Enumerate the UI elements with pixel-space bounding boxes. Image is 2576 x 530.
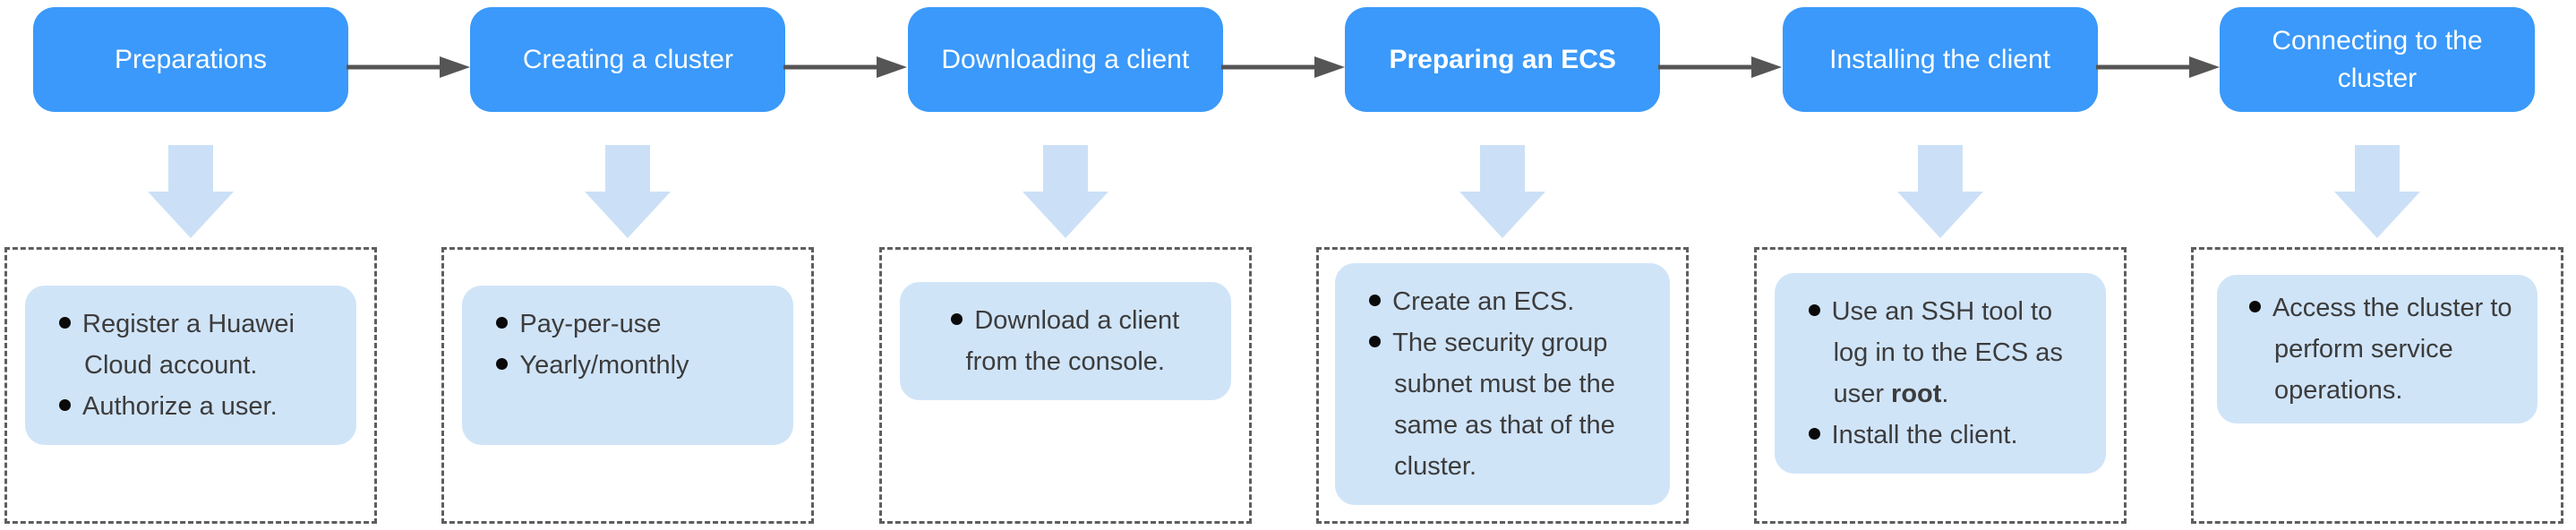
note-card: Use an SSH tool to log in to the ECS as … [1774,273,2106,474]
bullet-dot-icon [951,312,963,325]
flow-right-arrow-icon [783,56,908,78]
bullet-dot-icon [1369,335,1382,347]
step-details-preparations: Register a Huawei Cloud account. Authori… [4,247,377,524]
bullet-text: Yearly/monthly [519,351,689,380]
bullet-item: Download a client from the console. [923,300,1208,382]
bullet-list: Pay-per-use Yearly/monthly [485,303,770,386]
bullet-text: Download a client from the console. [965,306,1180,376]
bullet-dot-icon [2248,300,2261,312]
flow-right-arrow-icon [2095,56,2220,78]
step-column-preparing-an-ecs: Preparing an ECS Create an ECS. The secu… [1316,7,1783,530]
step-details-preparing-an-ecs: Create an ECS. The security group subnet… [1316,247,1690,524]
bullet-item: Register a Huawei Cloud account. [48,303,333,386]
step-column-creating-a-cluster: Creating a cluster Pay-per-use Yearly/mo… [441,7,908,530]
note-card: Register a Huawei Cloud account. Authori… [25,286,356,445]
bullet-text-bold: root [1891,380,1942,408]
bullet-list: Download a client from the console. [923,300,1208,382]
bullet-item: Pay-per-use [485,303,770,345]
note-card: Download a client from the console. [899,282,1231,400]
bullet-dot-icon [59,398,71,411]
step-label: Creating a cluster [522,44,733,74]
down-arrow-icon [148,145,234,238]
bullet-item: Create an ECS. [1358,281,1647,322]
step-details-installing-the-client: Use an SSH tool to log in to the ECS as … [1753,247,2127,524]
flow-right-arrow-icon [347,56,470,78]
step-label: Preparing an ECS [1389,44,1616,74]
bullet-item: Yearly/monthly [485,345,770,386]
step-box-downloading-a-client: Downloading a client [907,7,1223,112]
bullet-list: Access the cluster to perform service op… [2238,287,2516,411]
step-column-installing-the-client: Installing the client Use an SSH tool to… [1753,7,2220,530]
step-column-connecting-to-the-cluster: Connecting to the cluster Access the clu… [2190,7,2563,530]
bullet-text: . [1941,380,1949,408]
bullet-text: Access the cluster to perform service op… [2272,294,2512,405]
bullet-dot-icon [59,316,71,329]
step-label: Preparations [114,44,268,74]
note-card: Create an ECS. The security group subnet… [1335,263,1671,505]
note-card: Pay-per-use Yearly/monthly [462,286,794,445]
step-box-connecting-to-the-cluster: Connecting to the cluster [2219,7,2535,112]
down-arrow-icon [1022,145,1108,238]
bullet-dot-icon [1808,427,1820,440]
step-details-connecting-to-the-cluster: Access the cluster to perform service op… [2190,247,2563,524]
step-label: Installing the client [1829,44,2050,74]
step-column-preparations: Preparations Register a Huawei Cloud acc… [4,7,470,530]
bullet-item: Authorize a user. [48,386,333,427]
step-box-creating-a-cluster: Creating a cluster [470,7,786,112]
bullet-dot-icon [1808,303,1820,316]
bullet-item: The security group subnet must be the sa… [1358,322,1647,487]
step-box-preparations: Preparations [33,7,348,112]
down-arrow-icon [1459,145,1546,238]
flow-right-arrow-icon [1220,56,1345,78]
bullet-list: Create an ECS. The security group subnet… [1358,281,1647,487]
step-details-creating-a-cluster: Pay-per-use Yearly/monthly [441,247,815,524]
bullet-item: Access the cluster to perform service op… [2238,287,2516,411]
bullet-text: Register a Huawei Cloud account. [82,310,295,380]
bullet-item: Use an SSH tool to log in to the ECS as … [1798,291,2083,415]
bullet-dot-icon [496,316,509,329]
step-box-preparing-an-ecs: Preparing an ECS [1345,7,1661,112]
bullet-text: Use an SSH tool to log in to the ECS as … [1831,297,2063,408]
step-label: Downloading a client [941,44,1190,74]
step-column-downloading-a-client: Downloading a client Download a client f… [878,7,1345,530]
bullet-text: Authorize a user. [82,392,278,421]
bullet-dot-icon [496,357,509,370]
down-arrow-icon [1896,145,1983,238]
bullet-dot-icon [1369,294,1382,306]
step-label: Connecting to the cluster [2272,25,2483,93]
bullet-text: The security group subnet must be the sa… [1392,329,1615,481]
down-arrow-icon [2333,145,2420,238]
step-box-installing-the-client: Installing the client [1782,7,2098,112]
bullet-list: Use an SSH tool to log in to the ECS as … [1798,291,2083,456]
flow-right-arrow-icon [1658,56,1783,78]
down-arrow-icon [585,145,672,238]
bullet-text: Create an ECS. [1392,287,1575,316]
note-card: Access the cluster to perform service op… [2216,275,2537,423]
bullet-text: Pay-per-use [519,310,662,338]
bullet-text: Install the client. [1831,421,2018,449]
step-details-downloading-a-client: Download a client from the console. [878,247,1252,524]
bullet-item: Install the client. [1798,415,2083,456]
bullet-list: Register a Huawei Cloud account. Authori… [48,303,333,427]
